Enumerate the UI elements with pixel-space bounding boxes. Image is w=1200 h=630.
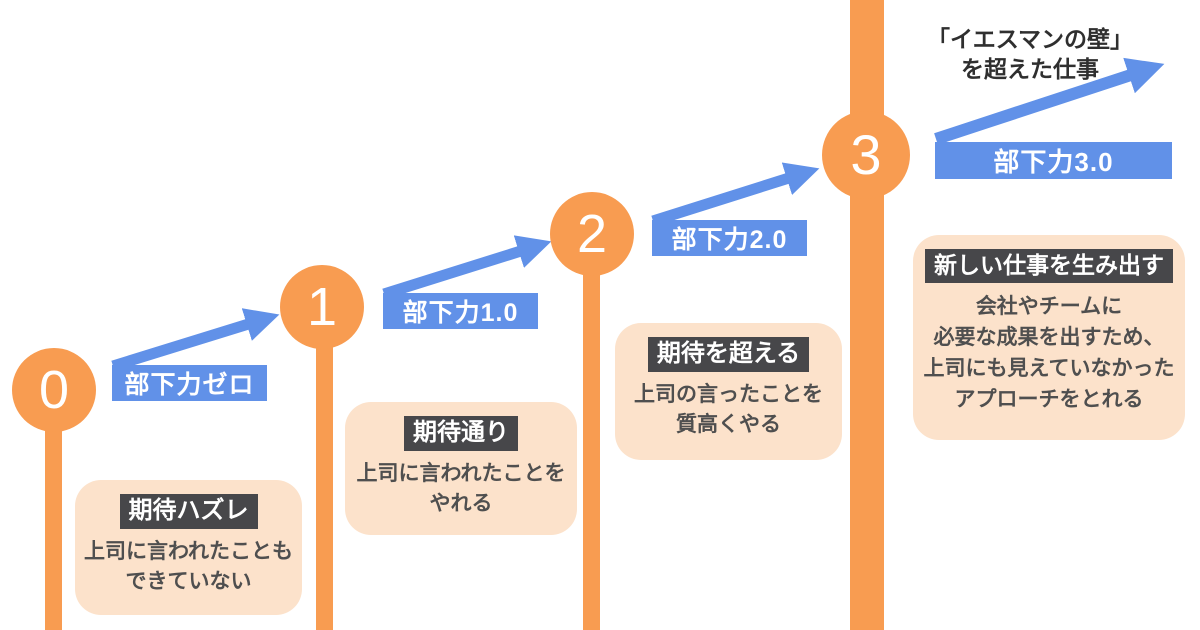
step-card-2: 期待を超える 上司の言ったことを 質高くやる (615, 323, 842, 460)
step-circle-3: 3 (822, 111, 910, 199)
step-number-1: 1 (306, 277, 338, 337)
step-card-2-body: 上司の言ったことを 質高くやる (615, 380, 842, 441)
step-card-3-body-line-1: 必要な成果を出すため、 (933, 325, 1165, 349)
step-card-0: 期待ハズレ 上司に言われたことも できていない (75, 480, 302, 615)
level-up-arrow-icon-3 (934, 57, 1165, 145)
yes-man-wall-note-line-2: を超えた仕事 (961, 56, 1099, 82)
step-stem-3 (850, 0, 884, 630)
level-label-0: 部下力ゼロ (112, 365, 267, 401)
step-stem-2 (583, 234, 600, 630)
step-card-1-body-line-1: やれる (429, 492, 493, 516)
step-circle-2: 2 (550, 192, 634, 276)
step-card-3-body-line-0: 会社やチームに (975, 294, 1123, 318)
step-stem-0 (45, 390, 62, 630)
step-card-1-heading: 期待通り (404, 416, 518, 451)
step-card-1-body: 上司に言われたことを やれる (345, 459, 577, 520)
level-up-arrow-icon-1 (382, 235, 552, 300)
yes-man-wall-note-line-1: 「イエスマンの壁」 (926, 26, 1134, 52)
step-circle-1: 1 (280, 265, 364, 349)
step-stem-1 (316, 307, 333, 630)
level-label-0-text: 部下力ゼロ (124, 371, 255, 399)
step-card-0-body-line-0: 上司に言われたことも (84, 539, 293, 563)
step-card-3-body-line-2: 上司にも見えていなかった (923, 356, 1175, 380)
step-card-3-body: 会社やチームに 必要な成果を出すため、 上司にも見えていなかった アプローチをと… (913, 291, 1185, 415)
yes-man-wall-note: 「イエスマンの壁」 を超えた仕事 (900, 24, 1160, 84)
level-label-2-text: 部下力2.0 (671, 226, 788, 254)
level-label-1: 部下力1.0 (383, 293, 538, 329)
step-circle-0: 0 (12, 348, 96, 432)
step-card-0-body: 上司に言われたことも できていない (75, 537, 302, 598)
step-card-2-body-line-0: 上司の言ったことを (634, 382, 823, 406)
step-number-2: 2 (576, 204, 608, 264)
level-up-arrow-icon-0 (111, 308, 280, 372)
step-card-0-body-line-1: できていない (125, 570, 252, 594)
step-card-3-heading: 新しい仕事を生み出す (925, 249, 1173, 283)
step-number-0: 0 (38, 360, 70, 420)
level-label-3-text: 部下力3.0 (993, 147, 1114, 177)
level-label-2: 部下力2.0 (652, 220, 807, 256)
level-label-3: 部下力3.0 (935, 142, 1172, 179)
level-up-arrow-icon-2 (651, 162, 820, 227)
step-card-2-heading: 期待を超える (647, 337, 810, 372)
step-card-2-body-line-1: 質高くやる (676, 413, 781, 437)
step-card-3: 新しい仕事を生み出す 会社やチームに 必要な成果を出すため、 上司にも見えていな… (913, 235, 1185, 440)
step-card-3-body-line-3: アプローチをとれる (954, 387, 1144, 411)
level-label-1-text: 部下力1.0 (402, 299, 519, 327)
step-number-3: 3 (850, 123, 882, 186)
step-card-1: 期待通り 上司に言われたことを やれる (345, 402, 577, 535)
step-card-1-body-line-0: 上司に言われたことを (356, 461, 566, 485)
step-card-0-heading: 期待ハズレ (119, 494, 258, 529)
